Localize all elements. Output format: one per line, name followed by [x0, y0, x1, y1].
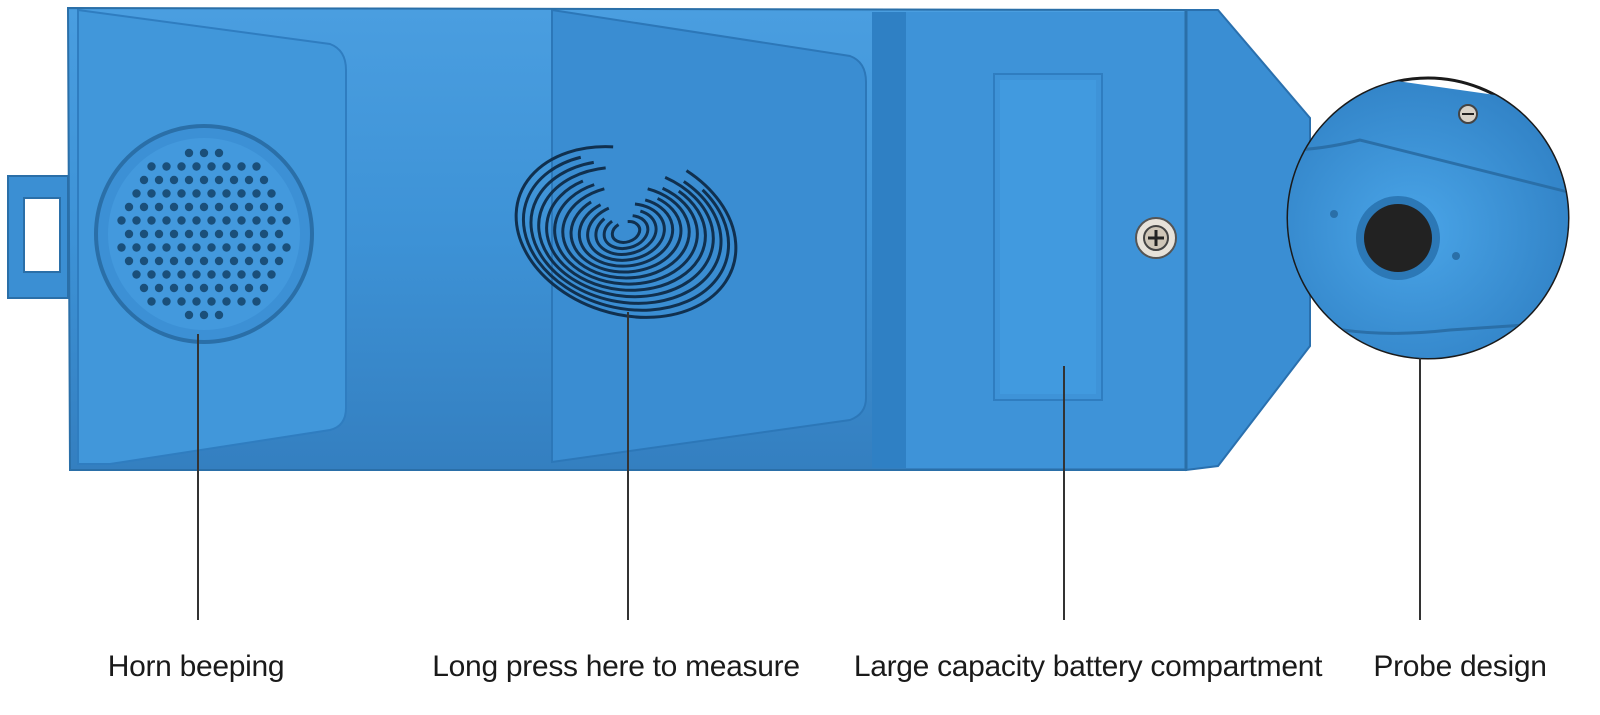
fingerprint-icon	[514, 145, 738, 319]
leader-lines	[197, 312, 1421, 620]
horn-label: Horn beeping	[107, 650, 285, 683]
probe-lens-icon	[1356, 196, 1440, 280]
probe-magnifier	[1286, 76, 1570, 360]
press-label: Long press here to measure	[432, 650, 800, 683]
speaker-grille-icon	[94, 124, 314, 344]
probe-label: Probe design	[1373, 650, 1547, 683]
hanging-loop	[7, 175, 69, 299]
battery-label: Large capacity battery compartment	[853, 650, 1323, 683]
screw-icon	[1135, 217, 1177, 259]
